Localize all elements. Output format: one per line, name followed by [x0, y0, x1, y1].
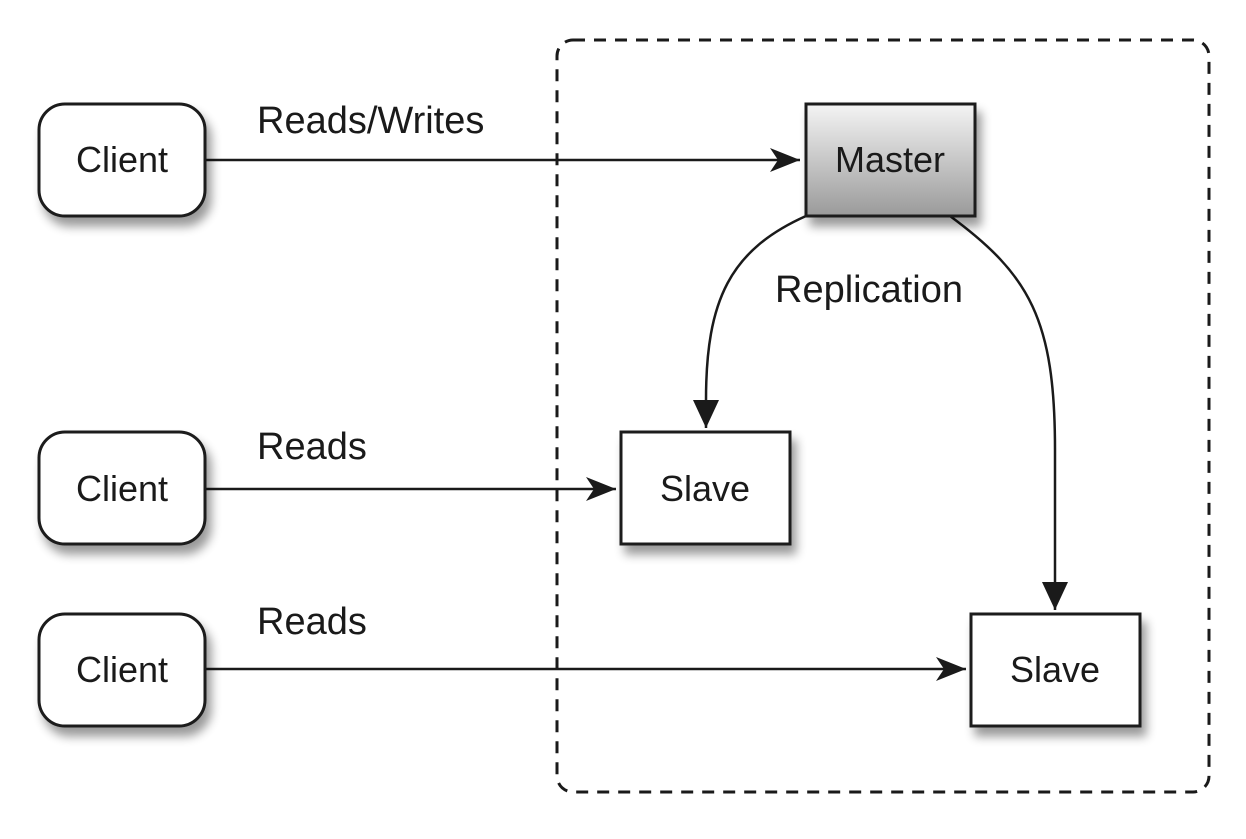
slave-node-2: Slave: [969, 612, 1142, 728]
edge-label-reads-writes: Reads/Writes: [257, 100, 484, 142]
edge-label-reads-2: Reads: [257, 601, 367, 643]
server-cluster-boundary: [555, 38, 1211, 794]
slave-node-1: Slave: [619, 430, 792, 546]
master-node-label: Master: [835, 139, 945, 180]
client-node-1-label: Client: [76, 139, 168, 180]
client-node-1: Client: [37, 102, 207, 218]
client-node-3: Client: [37, 612, 207, 728]
client-node-2-label: Client: [76, 468, 168, 509]
client-node-2: Client: [37, 430, 207, 546]
edge-label-reads-1: Reads: [257, 426, 367, 468]
slave-node-2-label: Slave: [1010, 649, 1100, 690]
slave-node-1-label: Slave: [660, 468, 750, 509]
edge-label-replication: Replication: [775, 269, 963, 311]
edge-master-to-slave2: [949, 214, 1068, 610]
edge-master-to-slave1: [693, 214, 807, 428]
client-node-3-label: Client: [76, 649, 168, 690]
master-node: Master: [804, 102, 977, 218]
